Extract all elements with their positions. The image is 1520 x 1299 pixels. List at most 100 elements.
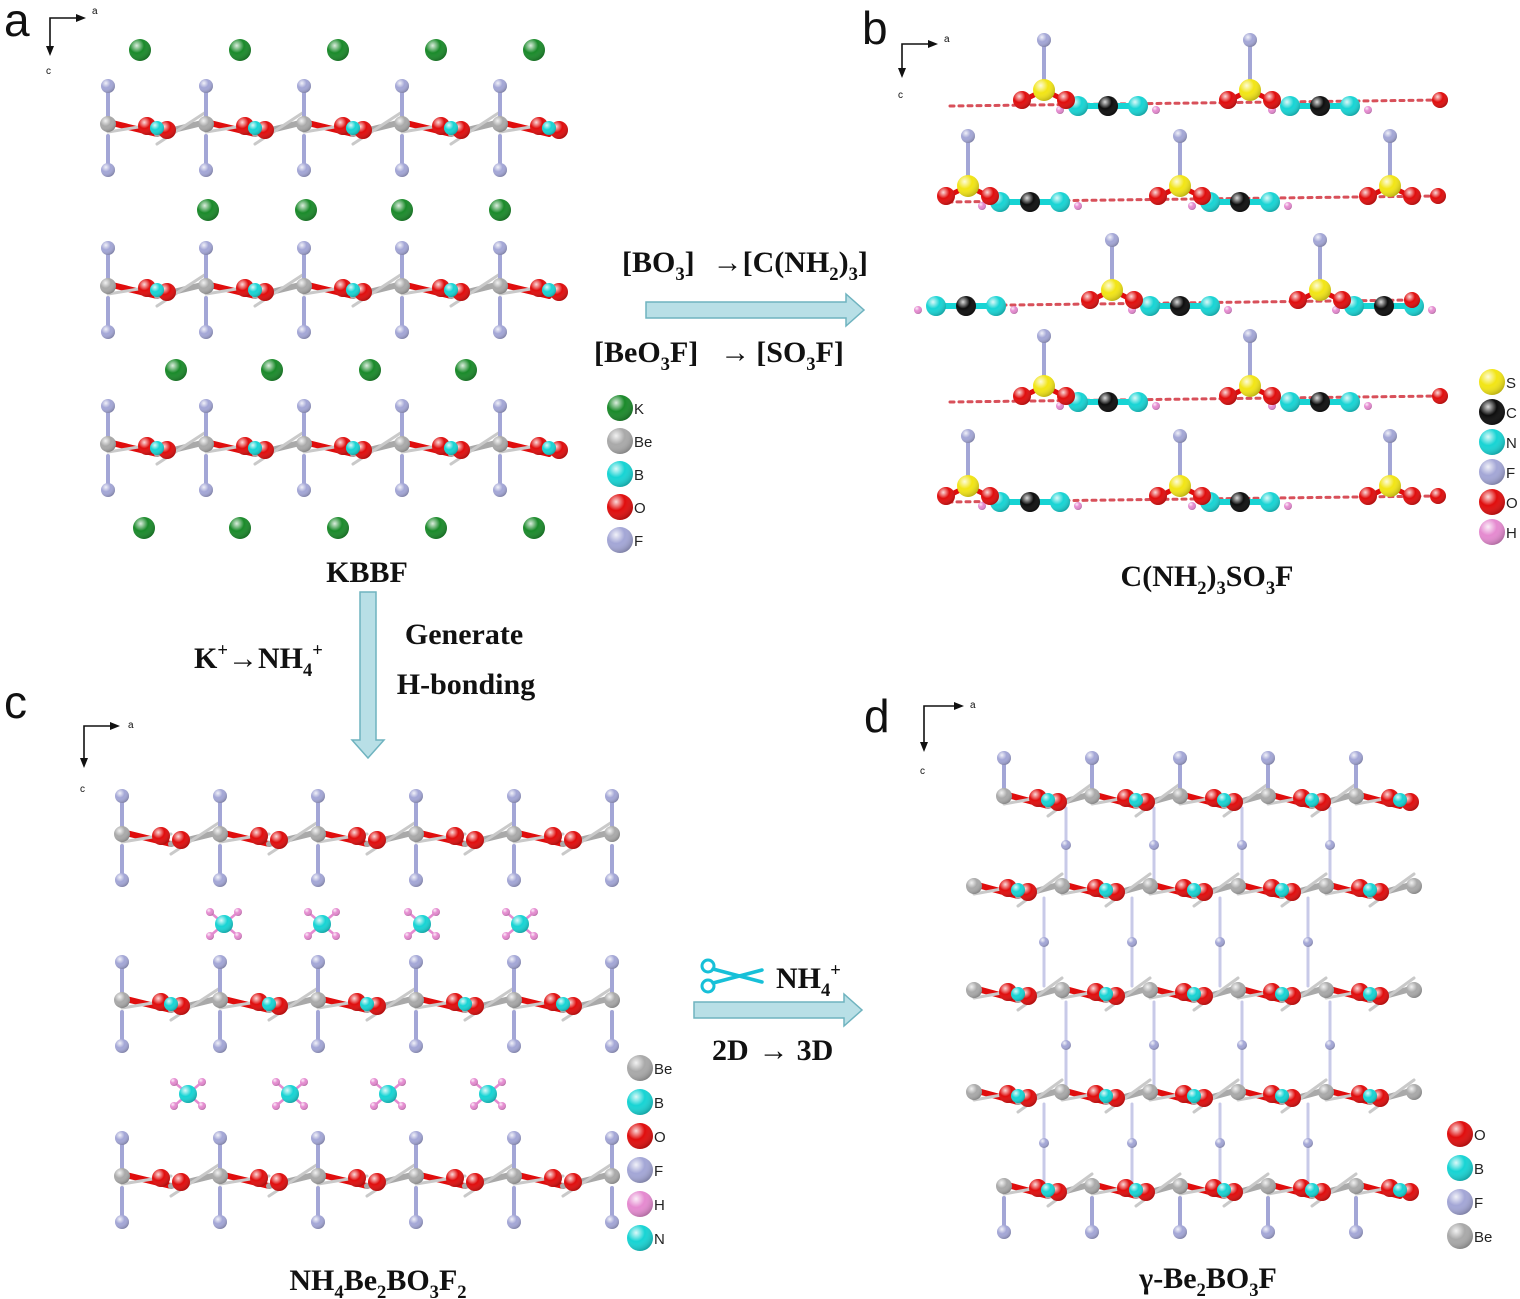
atom-h	[1188, 502, 1196, 510]
atom-f	[409, 955, 423, 969]
atom-be	[1406, 1084, 1422, 1100]
atom-be	[394, 278, 410, 294]
legend-label: O	[654, 1129, 666, 1146]
atom-f	[1173, 429, 1187, 443]
atom-h	[470, 1078, 478, 1086]
atom-o	[1289, 291, 1307, 309]
atom-be	[1230, 1084, 1246, 1100]
atom-o	[564, 1173, 582, 1191]
atom-be	[1406, 982, 1422, 998]
atom-o	[250, 1169, 268, 1187]
axis-y-label: c	[46, 66, 51, 77]
atom-f	[115, 789, 129, 803]
atom-n	[1050, 192, 1070, 212]
atom-h	[1224, 306, 1232, 314]
label-nh4-removed: NH4+	[776, 960, 841, 1001]
atom-f	[1039, 1138, 1049, 1148]
atom-n	[1340, 96, 1360, 116]
legend-item-b: B	[1447, 1155, 1484, 1181]
atom-be	[212, 826, 228, 842]
panel-b-caption: C(NH2)3SO3F	[1121, 560, 1294, 599]
atom-o	[152, 1169, 170, 1187]
atom-b	[248, 441, 262, 455]
atom-o	[466, 1173, 484, 1191]
atom-c	[1098, 392, 1118, 412]
atom-b	[1187, 883, 1201, 897]
atom-k	[229, 39, 251, 61]
scissors-icon	[700, 958, 764, 994]
atom-n	[1128, 392, 1148, 412]
atom-h	[470, 1102, 478, 1110]
legend-label: K	[634, 401, 644, 418]
atom-h	[432, 908, 440, 916]
atom-be	[1142, 982, 1158, 998]
atom-h	[404, 932, 412, 940]
atom-be	[100, 436, 116, 452]
atom-b	[150, 441, 164, 455]
atom-o	[1013, 91, 1031, 109]
atom-k	[523, 39, 545, 61]
atom-h	[1152, 106, 1160, 114]
atom-b	[262, 997, 276, 1011]
atom-h	[304, 908, 312, 916]
atom-f	[395, 483, 409, 497]
legend-label: B	[1474, 1161, 1484, 1178]
label-2d-to-3d: 2D→3D	[712, 1034, 833, 1067]
atom-h	[498, 1078, 506, 1086]
atom-k	[165, 359, 187, 381]
atom-n	[1340, 392, 1360, 412]
atom-h	[1152, 402, 1160, 410]
atom-c	[1020, 492, 1040, 512]
atom-be	[1230, 982, 1246, 998]
atom-b	[346, 121, 360, 135]
legend-label: S	[1506, 375, 1516, 392]
atom-h	[432, 932, 440, 940]
axis-y-label: c	[898, 90, 903, 101]
legend-item-h: H	[1479, 519, 1517, 545]
atom-f	[1149, 1040, 1159, 1050]
atom-f	[493, 163, 507, 177]
atom-be	[310, 826, 326, 842]
atom-f	[395, 241, 409, 255]
panel-d-structure	[966, 751, 1422, 1239]
atom-f	[1243, 329, 1257, 343]
atom-k	[391, 199, 413, 221]
atom-be	[492, 436, 508, 452]
atom-b	[1011, 987, 1025, 1001]
atom-f	[311, 1131, 325, 1145]
atom-o	[1359, 187, 1377, 205]
legend-item-be: Be	[607, 428, 652, 454]
atom-s	[1379, 175, 1401, 197]
atom-h	[914, 306, 922, 314]
legend-item-b: B	[607, 461, 644, 487]
atom-o	[1333, 291, 1351, 309]
atom-b	[1011, 883, 1025, 897]
atom-f	[409, 1215, 423, 1229]
atom-f	[507, 789, 521, 803]
atom-k	[425, 39, 447, 61]
atom-o	[1263, 387, 1281, 405]
atom-b	[150, 283, 164, 297]
atom-b	[1041, 1183, 1055, 1197]
atom-s	[1309, 279, 1331, 301]
atom-h	[1074, 502, 1082, 510]
legend-item-o: O	[1447, 1121, 1486, 1147]
atom-f	[297, 399, 311, 413]
atom-k	[523, 517, 545, 539]
legend-label: Be	[1474, 1229, 1492, 1246]
atom-n	[179, 1085, 197, 1103]
atom-o	[446, 1169, 464, 1187]
atom-o	[564, 831, 582, 849]
atom-o	[981, 487, 999, 505]
atom-b	[360, 997, 374, 1011]
atom-f	[1261, 751, 1275, 765]
atom-o	[172, 1173, 190, 1191]
panel-a-axes: a c	[46, 6, 98, 77]
atom-h	[206, 908, 214, 916]
atom-b	[1187, 1089, 1201, 1103]
atom-f	[1037, 33, 1051, 47]
atom-k	[327, 517, 349, 539]
arrow-c-to-d	[693, 992, 864, 1028]
atom-f	[493, 325, 507, 339]
atom-s	[1169, 475, 1191, 497]
